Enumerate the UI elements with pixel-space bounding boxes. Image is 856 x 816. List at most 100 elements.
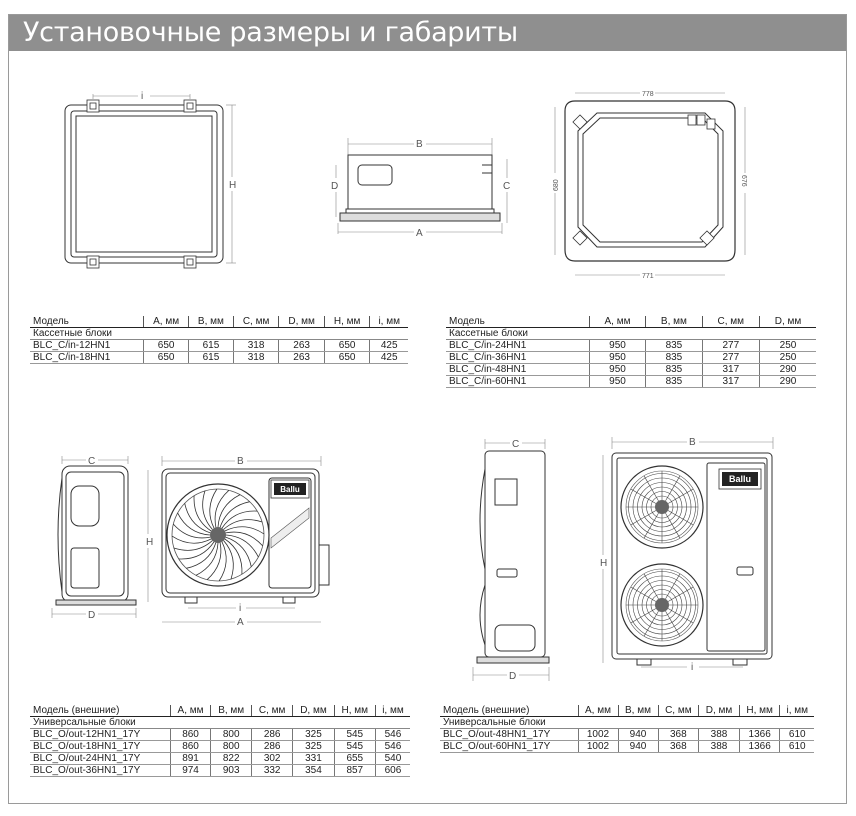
ballu-logo: Ballu [729, 474, 751, 484]
cell: 1002 [577, 728, 618, 741]
cell: 277 [701, 339, 760, 352]
cell: 1366 [738, 728, 780, 741]
cell: 546 [374, 728, 410, 741]
dim-d-label: D [331, 181, 338, 192]
outdoor-large-side-drawing: C D [472, 439, 550, 682]
dim-676-label: 676 [740, 175, 747, 187]
col-a: A, мм [169, 705, 211, 717]
cell: 1366 [738, 740, 780, 753]
dim-i-label: i [141, 91, 143, 102]
cell: 835 [645, 375, 703, 388]
dim-c-label: C [503, 181, 510, 192]
cell: 540 [374, 752, 410, 765]
cell: 286 [250, 728, 293, 741]
cell: 800 [210, 728, 252, 741]
table-cassette-large: Модель A, мм B, мм C, мм D, мм Кассетные… [446, 316, 816, 388]
cell: 250 [758, 339, 816, 352]
group-label: Кассетные блоки [30, 327, 408, 340]
cell-model: BLC_C/in-36HN1 [446, 351, 590, 364]
cell: 368 [657, 728, 699, 741]
col-model: Модель (внешние) [440, 705, 578, 717]
cell: 950 [588, 339, 646, 352]
dim-i-label: i [691, 662, 693, 673]
cell: 891 [169, 752, 211, 765]
cell: 950 [588, 375, 646, 388]
col-i: i, мм [374, 705, 410, 717]
cell: 903 [210, 764, 252, 777]
dim-h-label: H [600, 558, 607, 569]
cell: 286 [250, 740, 293, 753]
col-a: A, мм [143, 316, 189, 328]
cell-model: BLC_C/in-12HN1 [30, 339, 144, 352]
cell-model: BLC_C/in-18HN1 [30, 351, 144, 364]
cell: 331 [292, 752, 335, 765]
col-c: C, мм [250, 705, 293, 717]
col-b: B, мм [617, 705, 658, 717]
section-header: Установочные размеры и габариты [9, 15, 846, 51]
cell: 860 [169, 740, 211, 753]
cell: 800 [210, 740, 252, 753]
cell: 290 [758, 375, 816, 388]
cell: 650 [143, 351, 189, 364]
dim-778-label: 778 [642, 91, 654, 98]
col-i: i, мм [369, 316, 408, 328]
cell: 318 [232, 339, 279, 352]
cell: 950 [588, 351, 646, 364]
cell: 940 [617, 728, 658, 741]
cell-model: BLC_C/in-48HN1 [446, 363, 590, 376]
cell: 332 [250, 764, 293, 777]
cell: 317 [701, 375, 760, 388]
dim-d-label: D [509, 671, 516, 682]
cell: 835 [645, 363, 703, 376]
cell: 1002 [577, 740, 618, 753]
cell: 302 [250, 752, 293, 765]
dim-a-label: A [416, 228, 423, 239]
cell: 317 [701, 363, 760, 376]
cassette-side-drawing: B A D C [331, 138, 510, 239]
col-c: C, мм [657, 705, 699, 717]
ballu-logo: Ballu [280, 485, 300, 494]
cell: 835 [645, 351, 703, 364]
dim-d-label: D [88, 610, 95, 621]
cell-model: BLC_O/out-12HN1_17Y [30, 728, 171, 741]
cell-model: BLC_O/out-36HN1_17Y [30, 764, 171, 777]
col-d: D, мм [278, 316, 325, 328]
group-label: Универсальные блоки [30, 716, 410, 729]
cell: 615 [188, 351, 234, 364]
cell: 655 [333, 752, 376, 765]
cell: 835 [645, 339, 703, 352]
col-a: A, мм [588, 316, 646, 328]
col-i: i, мм [779, 705, 814, 717]
cell: 354 [292, 764, 335, 777]
col-b: B, мм [645, 316, 703, 328]
col-c: C, мм [232, 316, 279, 328]
cell: 606 [374, 764, 410, 777]
group-label: Универсальные блоки [440, 716, 814, 729]
cell: 650 [143, 339, 189, 352]
cell: 388 [698, 740, 740, 753]
col-d: D, мм [292, 705, 335, 717]
cell: 650 [323, 351, 370, 364]
cell: 388 [698, 728, 740, 741]
cell: 860 [169, 728, 211, 741]
dim-a-label: A [237, 617, 244, 628]
cell: 615 [188, 339, 234, 352]
dim-h-label: H [229, 180, 236, 191]
cell: 545 [333, 740, 376, 753]
cell: 545 [333, 728, 376, 741]
cassette-panel-drawing: i H [64, 91, 236, 269]
col-b: B, мм [210, 705, 252, 717]
dim-680-label: 680 [553, 179, 560, 191]
cell: 277 [701, 351, 760, 364]
col-c: C, мм [701, 316, 760, 328]
cell: 325 [292, 728, 335, 741]
cell: 610 [779, 740, 814, 753]
cell: 822 [210, 752, 252, 765]
cell: 263 [278, 339, 325, 352]
